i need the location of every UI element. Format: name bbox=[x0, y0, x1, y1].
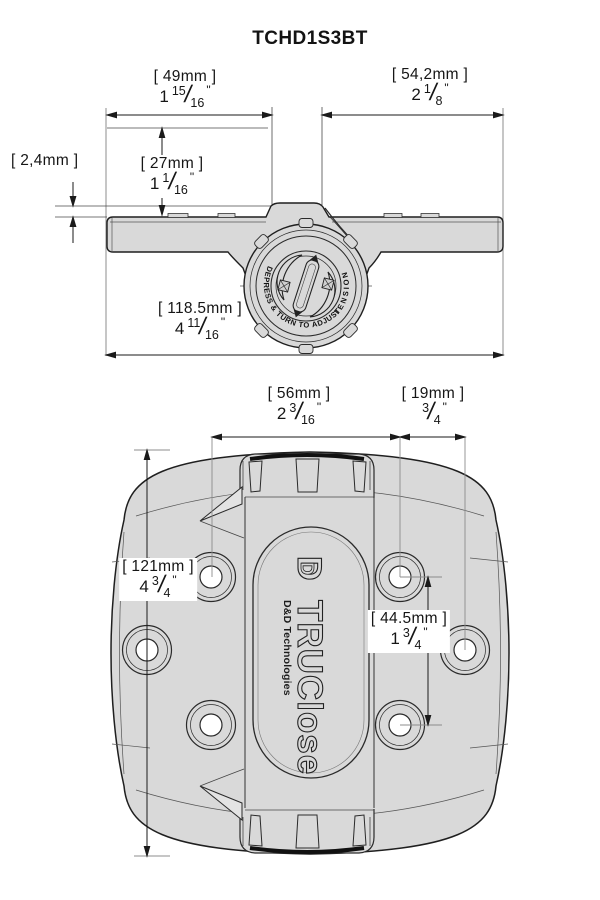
screw-hole-bottom-left bbox=[185, 699, 237, 751]
wedge-details bbox=[199, 485, 245, 822]
dial-rim-tabs bbox=[254, 218, 358, 354]
crescent-right bbox=[309, 271, 336, 318]
center-capsule bbox=[252, 526, 370, 779]
brand-logo-block: D D TRUClose D&D Technologies bbox=[281, 555, 330, 775]
knuckle-cap-bottom bbox=[239, 809, 375, 854]
tension-dial: DEPRESS & TURN TO ADJUST TENSION bbox=[243, 218, 369, 354]
crescent-left bbox=[276, 254, 303, 301]
page-title: TCHD1S3BT bbox=[252, 28, 368, 49]
dnd-logo-mark-inner: D bbox=[297, 562, 317, 575]
side-view: DEPRESS & TURN TO ADJUST TENSION bbox=[55, 107, 505, 359]
screw-hole-top-left bbox=[185, 551, 237, 603]
adjuster-slot bbox=[276, 254, 336, 318]
dnd-logo-mark: D bbox=[290, 556, 328, 581]
hatched-knobs bbox=[277, 277, 335, 293]
strap-details bbox=[110, 207, 501, 287]
company-name: D&D Technologies bbox=[281, 600, 293, 696]
brand-name-truclose: TRUClose bbox=[290, 600, 329, 775]
dimension-graphics-plan bbox=[134, 433, 467, 858]
dimension-graphics-side bbox=[69, 111, 505, 359]
dim-label-2-4mm: [ 2,4mm ] bbox=[8, 152, 82, 170]
dim-label-19mm: [ 19mm ] 3/4" bbox=[398, 385, 468, 428]
knuckle-cap-top bbox=[239, 453, 375, 498]
